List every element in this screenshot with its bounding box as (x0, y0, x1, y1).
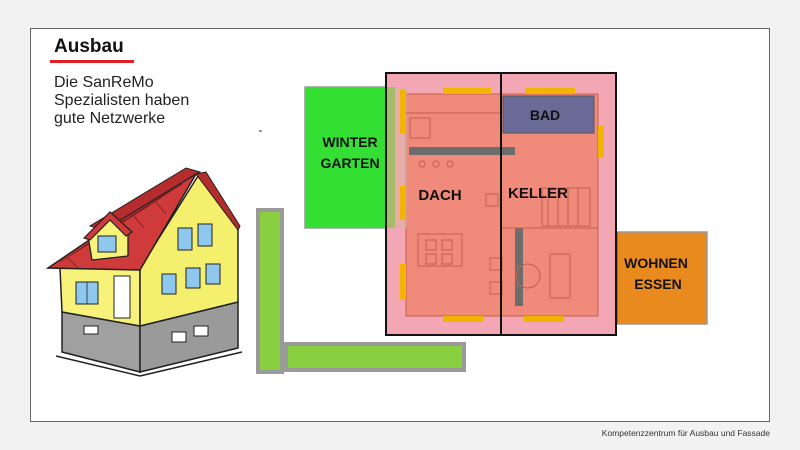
footer-text: Kompetenzzentrum für Ausbau und Fassade (601, 428, 770, 438)
keller-frame (500, 72, 617, 336)
furniture-sketch (409, 117, 591, 299)
garden-vertical (256, 208, 284, 374)
interior-wall-lower (515, 228, 523, 306)
subtitle-line-2: Spezialisten haben (54, 92, 190, 109)
label-keller: KELLER (508, 185, 568, 202)
label-dach: DACH (418, 187, 461, 204)
title-underline (50, 60, 134, 63)
page-title: Ausbau (54, 36, 124, 57)
subtitle: Die SanReMo Spezialisten haben gute Netz… (54, 74, 274, 128)
house-illustration (45, 167, 243, 377)
wohnen-essen-area (609, 231, 708, 325)
wintergarten-overlap (386, 87, 395, 228)
label-wintergarten-2: GARTEN (320, 155, 379, 171)
label-wohnen: WOHNEN (624, 255, 688, 271)
garden-horizontal (284, 342, 466, 372)
label-wintergarten-1: WINTER (322, 134, 377, 150)
label-essen: ESSEN (634, 276, 681, 292)
subtitle-line-3: gute Netzwerke (54, 110, 166, 127)
bad-room (502, 95, 595, 134)
interior-wall-upper (409, 147, 499, 155)
label-bad: BAD (530, 107, 560, 123)
subtitle-line-1: Die SanReMo (54, 74, 154, 91)
window-markers (400, 88, 604, 322)
